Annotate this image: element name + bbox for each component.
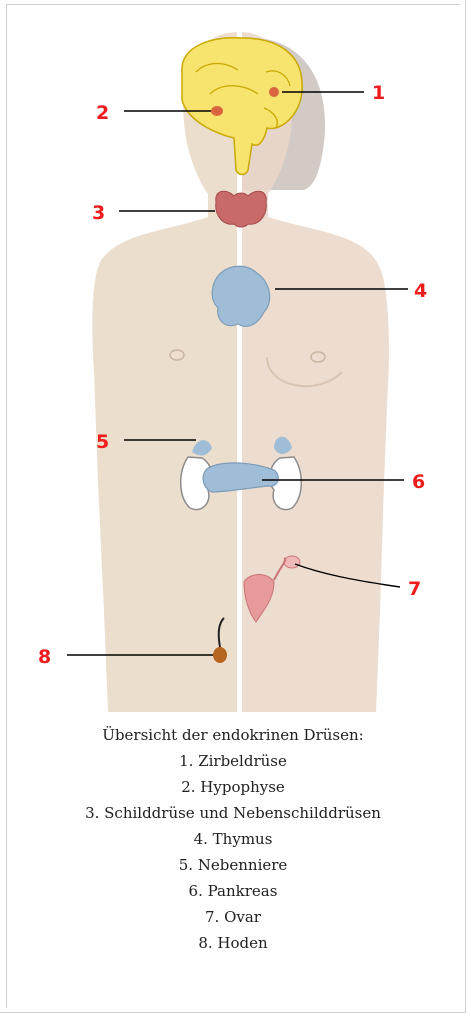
pituitary-gland-icon: [211, 106, 223, 116]
caption-item: 8. Hoden: [6, 930, 460, 956]
pineal-gland-icon: [269, 87, 279, 97]
callout-6: 6: [412, 471, 425, 493]
callout-5: 5: [96, 431, 109, 453]
callout-3: 3: [92, 202, 105, 224]
callout-2: 2: [96, 102, 109, 124]
testis-icon: [213, 647, 227, 663]
body-silhouette-left: [92, 32, 239, 712]
callout-4: 4: [414, 280, 427, 302]
caption-item: 5. Nebenniere: [6, 852, 460, 878]
caption-item: 4. Thymus: [6, 826, 460, 852]
caption-heading: Übersicht der endokrinen Drüsen:: [6, 722, 460, 748]
callout-7: 7: [408, 578, 421, 600]
caption-item: 7. Ovar: [6, 904, 460, 930]
endocrine-glands-diagram: 1 2 3 4 5 6 7 8: [12, 12, 452, 712]
callout-8: 8: [38, 646, 51, 668]
callout-1: 1: [372, 82, 385, 104]
male-body-half: [92, 32, 239, 712]
ovary-icon: [284, 556, 300, 568]
caption-item: 2. Hypophyse: [6, 774, 460, 800]
caption-item: 1. Zirbeldrüse: [6, 748, 460, 774]
caption-item: 6. Pankreas: [6, 878, 460, 904]
figure-caption: Übersicht der endokrinen Drüsen: 1. Zirb…: [6, 722, 460, 956]
caption-item: 3. Schilddrüse und Nebenschilddrüsen: [6, 800, 460, 826]
thyroid-gland-icon: [216, 191, 267, 227]
